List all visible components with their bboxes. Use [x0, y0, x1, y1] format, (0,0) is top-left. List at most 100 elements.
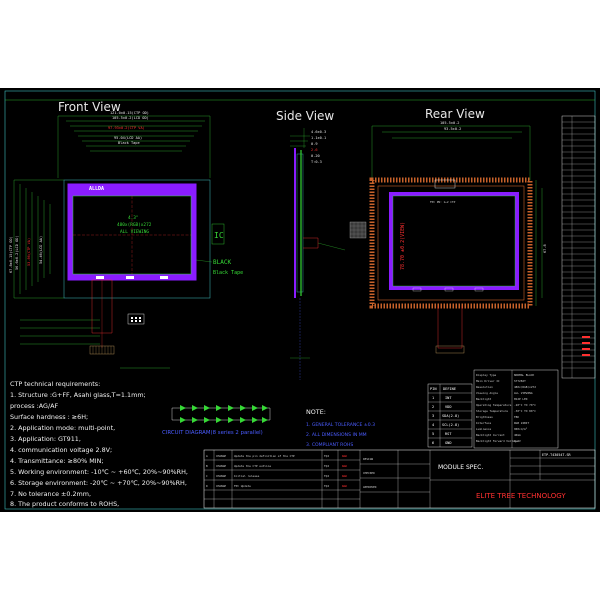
note-item-3: 3. COMPLIANT ROHS — [306, 442, 353, 448]
spec-row-4-label: Viewing Angle — [476, 391, 498, 395]
spec-rows: Display Type NORMAL BLACK Main Driver IC… — [476, 373, 536, 443]
stiffener-dots — [131, 317, 141, 322]
fpc-contacts — [92, 346, 112, 354]
dim-left-ctp-od: 67.8±0.15(CTP OD) — [9, 236, 13, 273]
rev-d-id: D — [206, 484, 208, 488]
rear-bottom-tab-3 — [474, 287, 484, 292]
spec-row-2-value: ST7282T — [514, 379, 526, 383]
black-label: BLACK — [213, 259, 231, 266]
front-top-dimension-texts: 121.0±0.15(CTP OD) 105.5±0.2(LCD OD) 97.… — [108, 111, 149, 145]
black-tape-label: Black Tape — [213, 270, 243, 276]
ctp-req-item-11: 8. The product conforms to ROHS, — [10, 500, 119, 508]
rev-a-by: TQ2 — [324, 454, 329, 458]
spec-row-1-value: NORMAL BLACK — [514, 373, 535, 377]
side-glass — [294, 148, 296, 298]
spec-row-12-value: 6.4V — [514, 439, 521, 443]
side-view-title: Side View — [276, 109, 334, 123]
spec-row-5-value: 8S2P LED — [514, 397, 528, 401]
ctp-req-item-3: Surface hardness : ≥6H; — [10, 413, 88, 421]
stiffener-pad — [127, 313, 145, 325]
ic-box — [211, 223, 225, 245]
rev-c-desc: Initial release — [234, 474, 260, 478]
rear-top-tab — [434, 179, 456, 189]
rear-vertical-text: 78.70 ±0.2(VIEW) — [400, 222, 406, 270]
ctp-req-item-5: 3. Application: GT911, — [10, 435, 81, 443]
revision-column-rows — [562, 116, 595, 378]
rear-fpc — [437, 306, 463, 349]
side-fpc — [303, 237, 319, 249]
spec-row-7-value: -30°C TO 80°C — [514, 409, 536, 413]
side-fpc-leader — [317, 242, 346, 251]
rev-a-type: CHANGE — [216, 454, 226, 458]
logo-text: ALLDA — [89, 186, 104, 192]
spec-row-12-label: Backlight Forward Voltage — [476, 439, 518, 443]
rear-bottom-tab-2 — [444, 287, 454, 292]
fpc-tail-outline — [91, 279, 113, 334]
rev-c-dept: R&D — [342, 474, 347, 478]
pin-3-def: SDA(2.8) — [442, 414, 459, 418]
spec-table-frame — [473, 369, 559, 449]
note-item-2: 2. ALL DIMENSIONS IN MM — [306, 432, 367, 438]
rev-c-type: CHANGE — [216, 474, 226, 478]
rev-b-type: CHANGE — [216, 464, 226, 468]
revision-column — [561, 115, 596, 379]
spec-row-11-label: Backlight Current — [476, 433, 505, 437]
spec-row-3-label: Resolution — [476, 385, 493, 389]
dim-lcd-aa: 95.04(LCD AA) — [114, 136, 142, 140]
bottom-tab-3 — [160, 276, 168, 279]
rear-view-title: Rear View — [425, 107, 485, 121]
spec-row-1-label: Display Type — [476, 373, 497, 377]
circuit-leds — [180, 405, 268, 423]
spec-row-10-value: 900cd/m² — [514, 427, 528, 431]
ctp-requirements-title: CTP technical requirements: — [10, 380, 100, 388]
bottom-tab-1 — [96, 276, 104, 279]
screen-size: 4.3" — [128, 215, 139, 221]
pin-5-def: RST — [445, 432, 452, 436]
rev-c-id: C — [206, 474, 208, 478]
ctp-req-item-1: 1. Structure :G+FF, Asahi glass,T=1.1mm; — [10, 391, 146, 399]
rear-dim-3: 67.8 — [543, 244, 547, 253]
pin-2-num: 2 — [432, 405, 434, 409]
part-number: ETP-T43054T-SR — [542, 453, 572, 457]
pin-4-def: SCL(2.8) — [442, 423, 459, 427]
bottom-tab-2 — [126, 276, 134, 279]
module-spec-title: MODULE SPEC. — [438, 464, 483, 471]
rev-a-id: A — [206, 454, 208, 458]
side-backlight — [300, 150, 302, 296]
ctp-req-item-2: process :AG/AF — [10, 402, 58, 410]
rev-d-by: TQ2 — [324, 484, 329, 488]
spec-row-11-value: 40mA — [514, 433, 521, 437]
pin-5-num: 5 — [432, 432, 434, 436]
ctp-req-item-10: 7. No tolerance ±0.2mm, — [10, 490, 91, 498]
rev-d-type: CHANGE — [216, 484, 226, 488]
note-item-1: 1. GENERAL TOLERANCE ±0.3 — [306, 422, 375, 428]
pin-3-num: 3 — [432, 414, 434, 418]
side-dim-t: T:0.3 — [311, 160, 322, 164]
rev-b-desc: Update the CTP outline — [234, 464, 271, 468]
spec-row-2-label: Main Driver IC — [476, 379, 500, 383]
pin-1-def: INT — [445, 396, 452, 400]
company-name: ELITE TREE TECHNOLOGY — [476, 492, 566, 500]
rev-b-id: B — [206, 464, 208, 468]
front-dimension-lines — [13, 115, 211, 369]
drawn-label: DESIGN — [363, 457, 373, 461]
side-dim-lcd: 0.9 — [311, 142, 318, 146]
dim-left-lcd-od: 56.6±0.2(LCD OD) — [15, 235, 19, 270]
rev-c-by: TQ2 — [324, 474, 329, 478]
rear-dim-2: 93.5±0.2 — [444, 127, 461, 131]
pin-4-num: 4 — [432, 423, 434, 427]
circuit-diagram: CIRCUIT DIAGRAM(8 series 2 parallel) — [162, 405, 271, 436]
revision-column-frame — [561, 115, 596, 379]
pin-table: PIN DEFINE 1 INT 2 VDD 3 SDA(2.8) 4 SCL(… — [427, 383, 473, 448]
spec-row-10-label: Luminance — [476, 427, 491, 431]
dim-black-tape: Black Tape — [118, 141, 140, 145]
side-dim-bl: 2.6 — [311, 148, 318, 152]
title-block-frame — [203, 449, 596, 509]
front-view: 121.0±0.15(CTP OD) 105.5±0.2(LCD OD) 97.… — [9, 111, 243, 369]
circuit-caption: CIRCUIT DIAGRAM(8 series 2 parallel) — [162, 430, 263, 436]
pin-header-pin: PIN — [430, 387, 437, 391]
front-left-dimension-texts: 67.8±0.15(CTP OD) 56.6±0.2(LCD OD) 53.86… — [9, 235, 43, 273]
ctp-req-item-7: 4. Transmittance: ≥80% MIN; — [10, 457, 104, 465]
title-block-grid — [204, 450, 595, 508]
spec-row-9-label: Interface — [476, 421, 491, 425]
